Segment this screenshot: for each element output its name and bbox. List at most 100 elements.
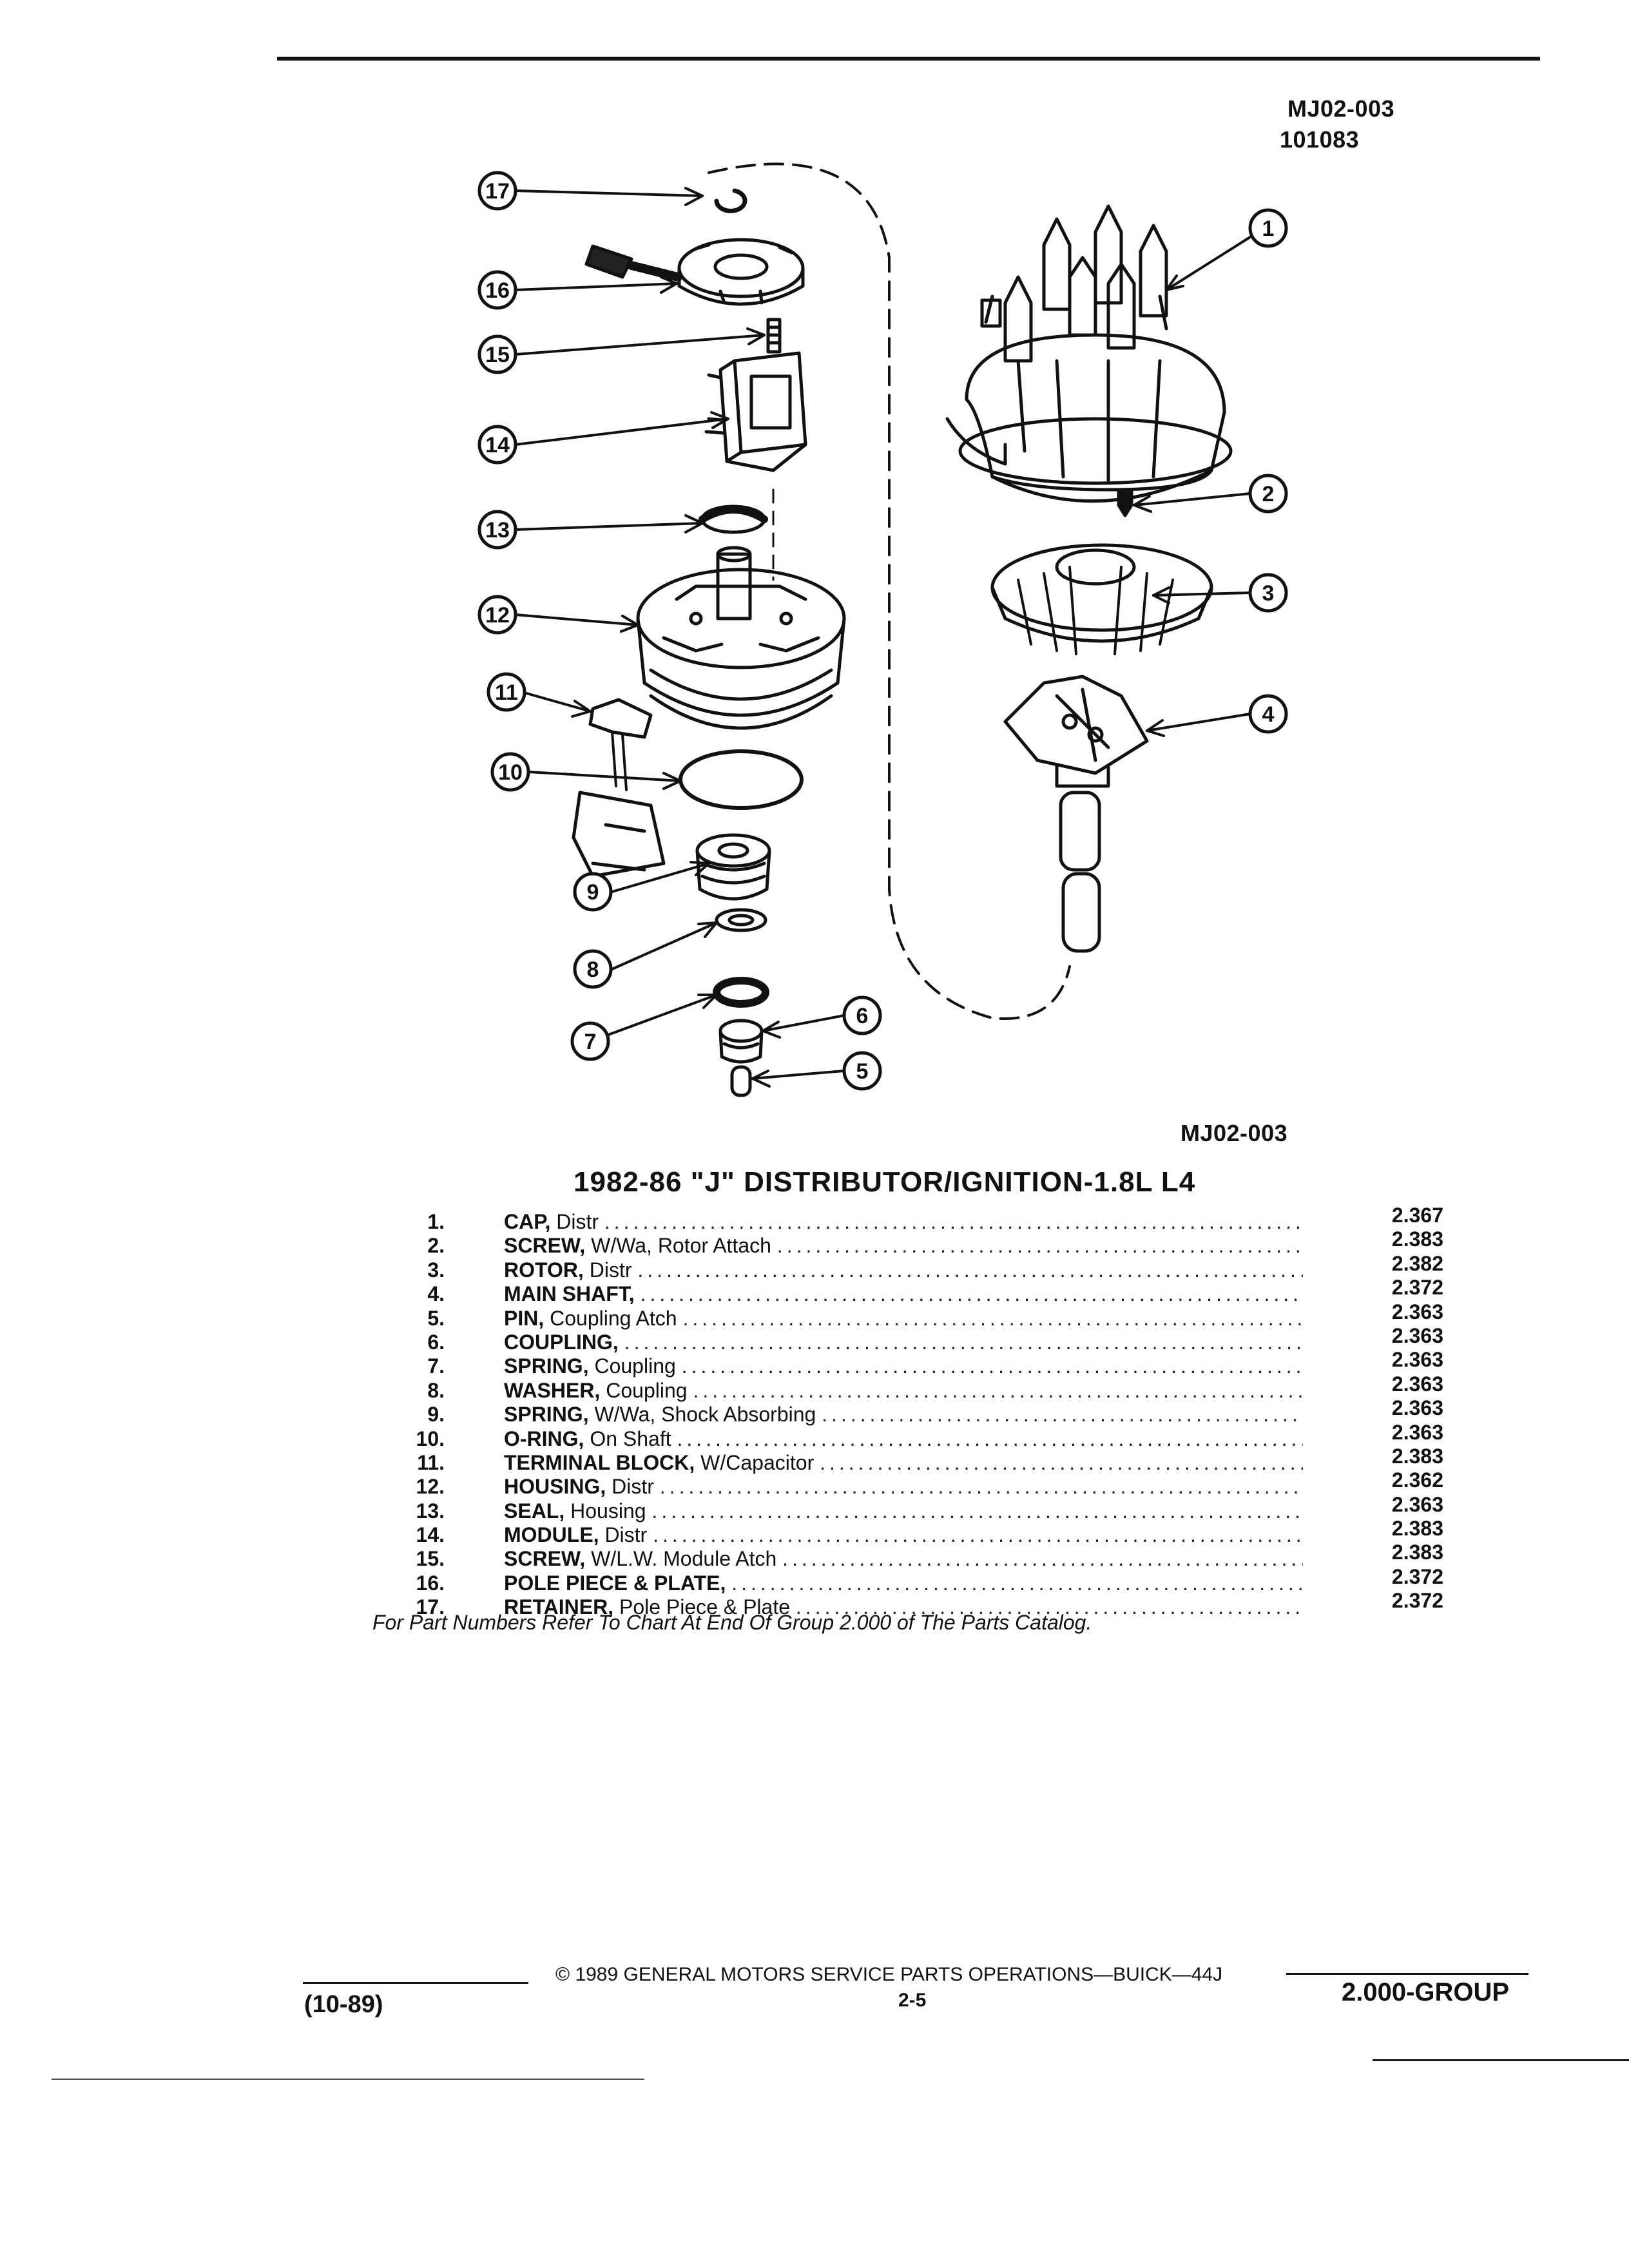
leader-dots: ........................................… xyxy=(820,1450,1303,1474)
terminal-block-part xyxy=(572,698,666,878)
callout-10: 10 xyxy=(498,760,523,785)
callout-13: 13 xyxy=(485,518,510,543)
leader-dots: ........................................… xyxy=(624,1330,1303,1354)
part-description: ROTOR, Distr ...........................… xyxy=(504,1258,1303,1282)
part-name: MODULE, xyxy=(504,1523,599,1547)
part-detail: Distr xyxy=(604,1523,648,1547)
housing-part xyxy=(636,546,846,730)
part-description: WASHER, Coupling .......................… xyxy=(504,1379,1303,1403)
main-shaft-part xyxy=(1003,675,1149,953)
leader-dots: ........................................… xyxy=(682,1306,1303,1330)
part-group-number: 2.372 xyxy=(1391,1564,1443,1588)
leader-dots: ........................................… xyxy=(677,1427,1303,1450)
part-description: CAP, Distr .............................… xyxy=(504,1210,1303,1234)
part-description: MAIN SHAFT, ............................… xyxy=(504,1282,1303,1306)
callout-circles xyxy=(477,171,1288,1091)
part-detail: Distr xyxy=(589,1258,632,1282)
parts-row: 7. SPRING, Coupling .....................… xyxy=(361,1348,1469,1378)
shock-spring-part xyxy=(695,833,771,901)
footer-rule-right xyxy=(1286,1973,1528,1975)
o-ring-part xyxy=(679,749,804,810)
module-part xyxy=(704,351,807,472)
callout-2: 2 xyxy=(1262,482,1275,506)
part-group-number: 2.363 xyxy=(1391,1323,1443,1347)
parts-row: 4. MAIN SHAFT, ..........................… xyxy=(361,1276,1469,1306)
leader-dots: ........................................… xyxy=(731,1571,1303,1595)
part-detail: W/Wa, Shock Absorbing xyxy=(594,1403,816,1427)
part-number: 7. xyxy=(427,1354,445,1378)
top-rule xyxy=(277,57,1540,61)
callout-6: 6 xyxy=(856,1004,869,1028)
part-description: PIN, Coupling Atch .....................… xyxy=(504,1307,1303,1331)
part-description: SCREW, W/L.W. Module Atch ..............… xyxy=(504,1547,1303,1571)
callout-4: 4 xyxy=(1262,702,1275,727)
part-description: SEAL, Housing ..........................… xyxy=(504,1499,1303,1523)
parts-row: 2.SCREW, W/Wa, Rotor Attach ............… xyxy=(361,1227,1469,1258)
part-description: O-RING, On Shaft .......................… xyxy=(504,1427,1303,1451)
callout-3: 3 xyxy=(1262,581,1275,606)
leader-dots: ........................................… xyxy=(651,1499,1303,1523)
part-number: 5. xyxy=(427,1306,445,1330)
leader-dots: ........................................… xyxy=(653,1523,1303,1547)
part-name: POLE PIECE & PLATE, xyxy=(504,1571,726,1595)
part-group-number: 2.363 xyxy=(1391,1300,1443,1323)
part-group-number: 2.383 xyxy=(1391,1517,1443,1541)
parts-row: 1. CAP, Distr ...........................… xyxy=(361,1204,1469,1234)
part-detail: On Shaft xyxy=(590,1427,671,1450)
part-group-number: 2.372 xyxy=(1391,1589,1443,1613)
callout-11: 11 xyxy=(495,680,518,705)
part-detail: Distr xyxy=(556,1210,599,1233)
callout-16: 16 xyxy=(485,278,510,303)
callout-9: 9 xyxy=(587,880,599,905)
part-description: TERMINAL BLOCK, W/Capacitor ............… xyxy=(504,1451,1303,1475)
part-number: 11. xyxy=(417,1450,445,1474)
part-name: O-RING, xyxy=(504,1427,584,1450)
part-name: SPRING, xyxy=(504,1354,589,1378)
rotor-screw-part xyxy=(1117,488,1133,517)
leader-dots: ........................................… xyxy=(776,1234,1303,1258)
part-number: 14. xyxy=(416,1523,445,1547)
parts-row: 13.SEAL, Housing .......................… xyxy=(361,1493,1469,1523)
part-group-number: 2.363 xyxy=(1391,1420,1443,1444)
parts-row: 10.O-RING, On Shaft ....................… xyxy=(361,1421,1469,1451)
footer-revision: (10-89) xyxy=(304,1991,383,2018)
part-name: ROTOR, xyxy=(504,1258,584,1282)
part-group-number: 2.383 xyxy=(1391,1444,1443,1468)
part-name: SPRING, xyxy=(504,1403,589,1427)
leader-dots: ........................................… xyxy=(782,1547,1303,1571)
part-number: 1. xyxy=(427,1210,445,1233)
footer-copyright: © 1989 GENERAL MOTORS SERVICE PARTS OPER… xyxy=(555,1964,1223,1985)
part-name: HOUSING, xyxy=(504,1475,606,1499)
catalog-note: For Part Numbers Refer To Chart At End O… xyxy=(372,1611,1092,1634)
coupling-washer-part xyxy=(715,908,767,932)
header-date-code: 101083 xyxy=(1280,126,1360,153)
module-screw-part xyxy=(766,318,782,354)
part-detail: Pole Piece & Plate xyxy=(619,1595,791,1619)
leader-dots: ........................................… xyxy=(604,1210,1303,1233)
part-name: CAP, xyxy=(504,1210,551,1233)
parts-row: 9. SPRING, W/Wa, Shock Absorbing ........… xyxy=(361,1396,1469,1427)
exploded-diagram: 17 16 15 14 13 12 11 10 9 8 7 6 5 1 2 3 … xyxy=(477,162,1288,1097)
part-detail: W/Capacitor xyxy=(700,1450,815,1474)
parts-row: 12.HOUSING, Distr ......................… xyxy=(361,1468,1469,1499)
part-description: SPRING, W/Wa, Shock Absorbing ..........… xyxy=(504,1403,1303,1427)
part-number: 15. xyxy=(416,1547,445,1571)
part-group-number: 2.372 xyxy=(1391,1276,1443,1300)
callout-8: 8 xyxy=(587,957,599,982)
part-description: RETAINER, Pole Piece & Plate ...........… xyxy=(504,1595,1303,1619)
part-group-number: 2.383 xyxy=(1391,1541,1443,1564)
parts-row: 15. SCREW, W/L.W. Module Atch ...........… xyxy=(361,1541,1469,1571)
part-number: 9. xyxy=(427,1403,445,1427)
part-name: SEAL, xyxy=(504,1499,565,1523)
part-description: SPRING, Coupling .......................… xyxy=(504,1354,1303,1378)
coupling-spring-part xyxy=(713,977,769,1008)
leader-dots: ........................................… xyxy=(640,1282,1303,1306)
footer-rule-left xyxy=(303,1982,528,1984)
part-group-number: 2.383 xyxy=(1391,1227,1443,1251)
part-description: MODULE, Distr ..........................… xyxy=(504,1523,1303,1547)
parts-row: 11. TERMINAL BLOCK, W/Capacitor .........… xyxy=(361,1445,1469,1475)
leader-dots: ........................................… xyxy=(637,1258,1303,1282)
part-number: 4. xyxy=(427,1282,445,1306)
part-name: MAIN SHAFT, xyxy=(504,1282,635,1306)
seal-part xyxy=(699,505,768,534)
